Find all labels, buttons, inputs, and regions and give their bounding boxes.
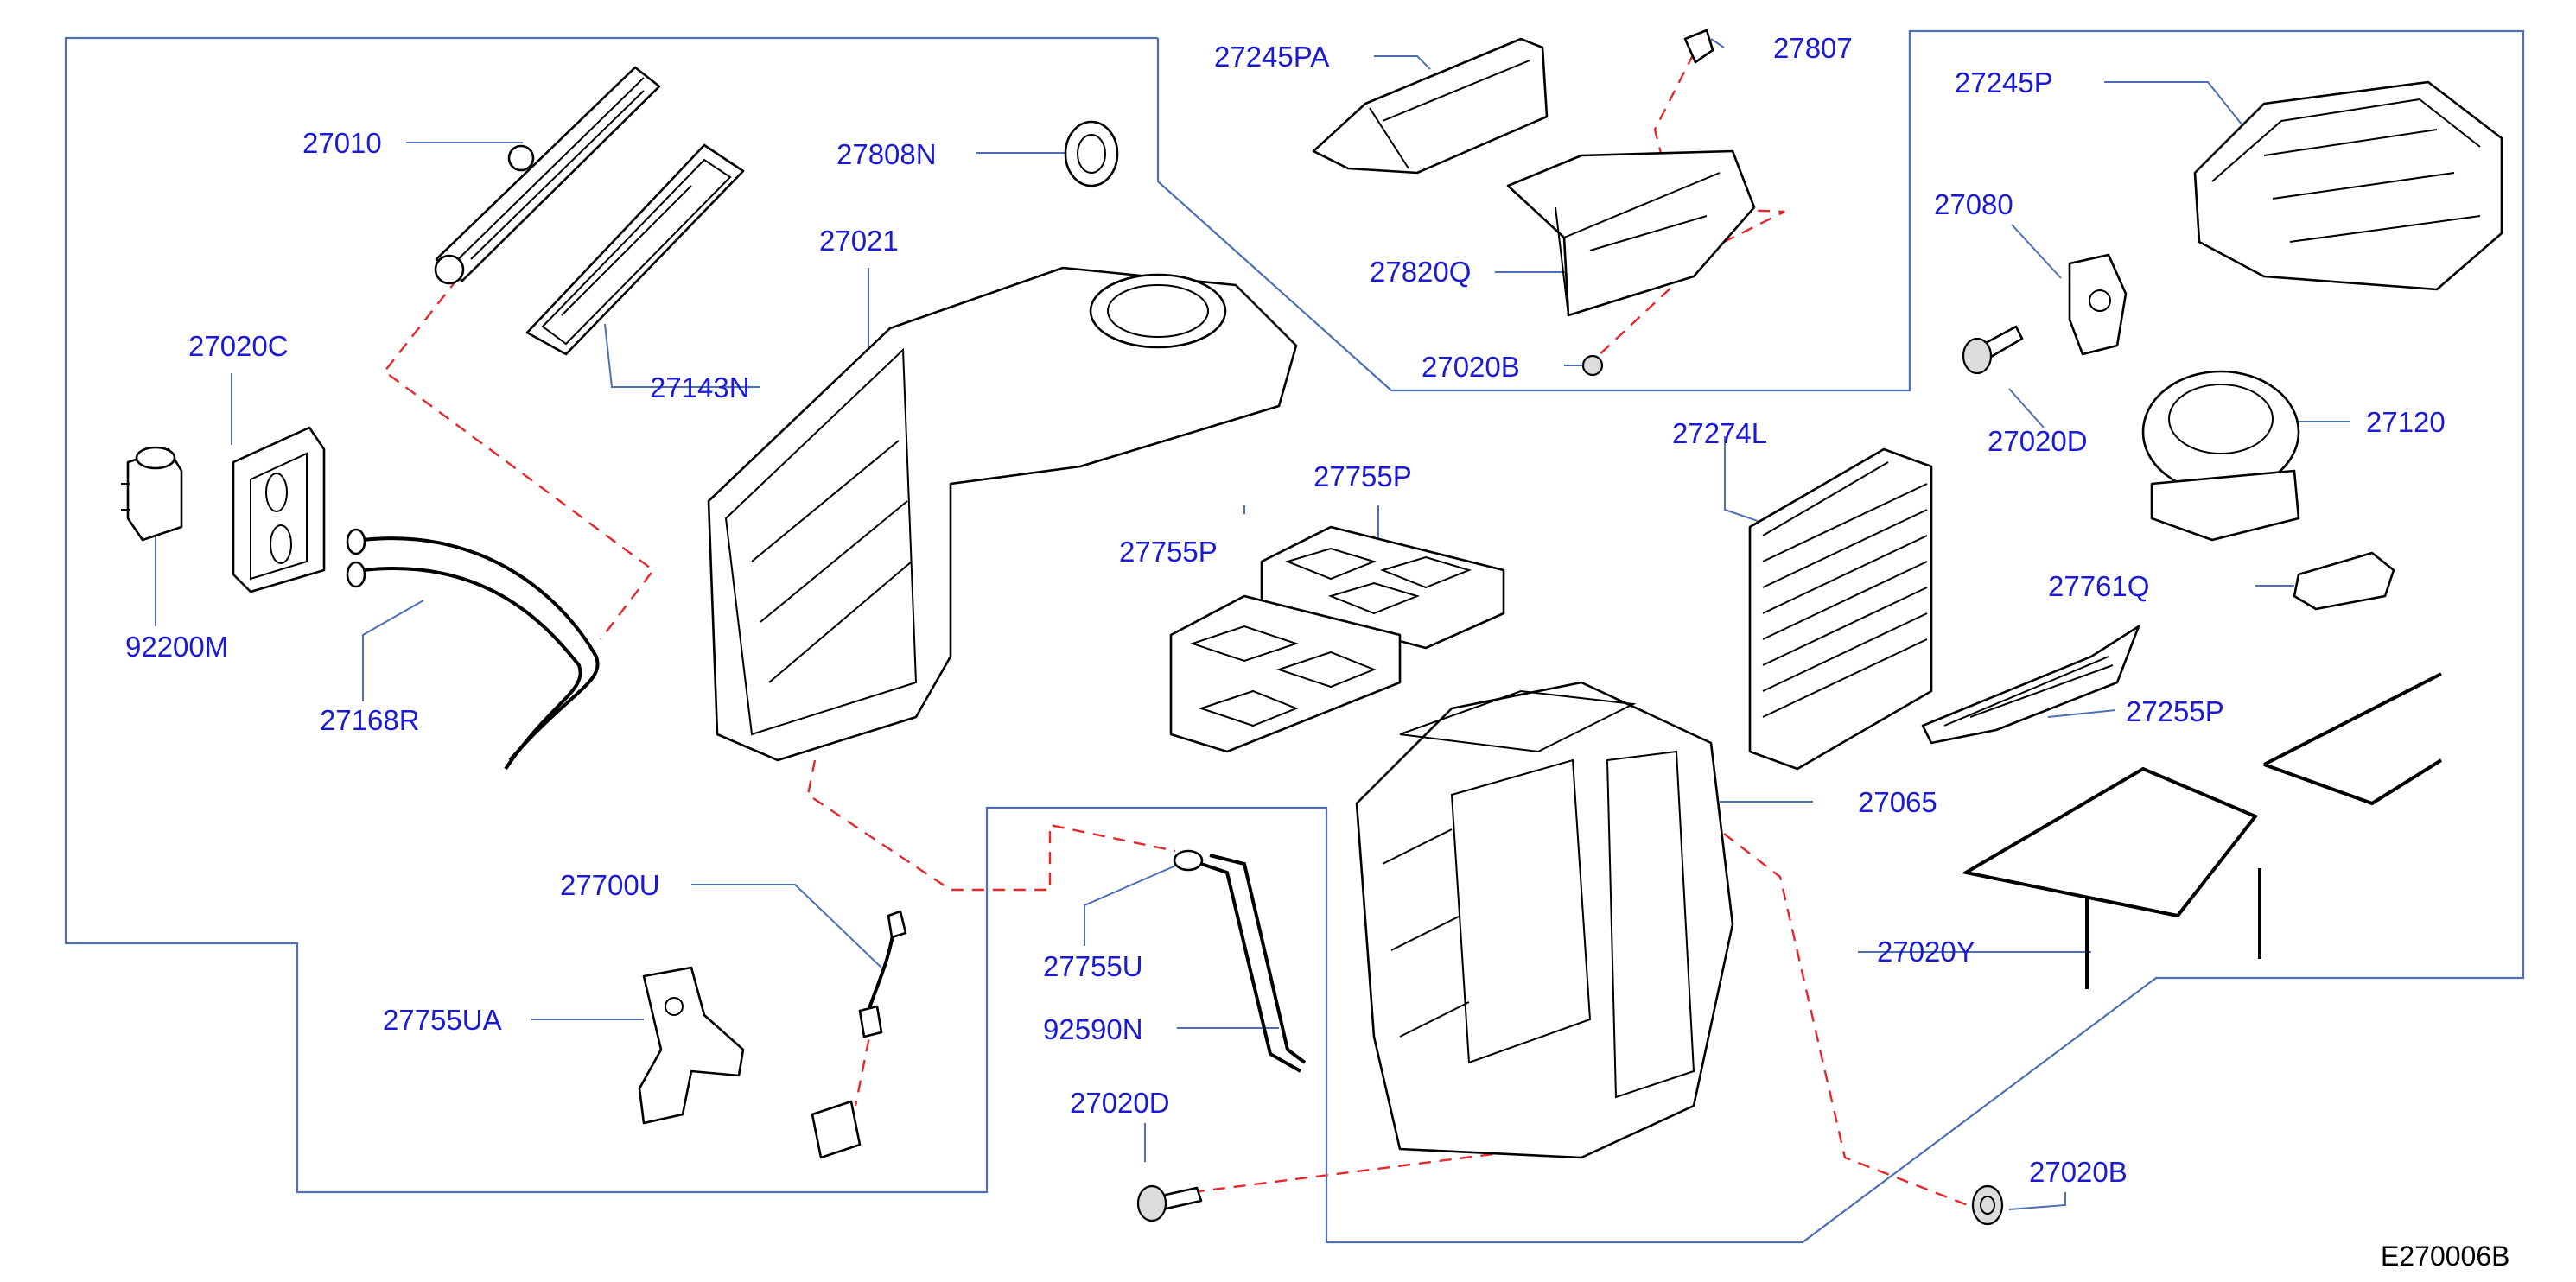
- label-27245PA: 27245PA: [1214, 41, 1329, 73]
- part-27020D-right-screw: [1962, 325, 2024, 375]
- label-27020D-bottom: 27020D: [1070, 1087, 1170, 1119]
- label-27020C: 27020C: [188, 330, 289, 362]
- part-27274L-air-filter: [1748, 447, 1933, 771]
- label-27755U: 27755U: [1043, 950, 1143, 982]
- part-27755UA-bracket: [638, 966, 745, 1125]
- part-27020B-top-clip: [1581, 354, 1604, 377]
- part-27020B-bottom-clip: [1971, 1184, 2004, 1226]
- part-27010-heater-core: [434, 66, 661, 285]
- relation-line-27700U: [806, 759, 1176, 892]
- label-27820Q: 27820Q: [1370, 256, 1471, 288]
- part-27065-unit-case: [1355, 681, 1734, 1159]
- part-27021-heater-case: [707, 266, 1298, 762]
- label-92200M: 92200M: [125, 631, 228, 663]
- part-92200M-valve: [121, 446, 183, 542]
- label-27021: 27021: [819, 225, 899, 257]
- label-27755P-upper: 27755P: [1313, 460, 1412, 492]
- part-27808N-cap: [1064, 120, 1119, 187]
- label-27755UA: 27755UA: [383, 1004, 502, 1036]
- part-27807-clip: [1683, 29, 1714, 64]
- leader-lines: [155, 38, 2350, 1210]
- label-27065: 27065: [1858, 786, 1937, 818]
- label-27755P-lower: 27755P: [1119, 536, 1218, 568]
- part-27143N-seal: [525, 143, 745, 356]
- part-27755P-seal-lower: [1169, 594, 1402, 753]
- part-27245P-intake-box: [2193, 80, 2503, 291]
- label-27168R: 27168R: [320, 704, 420, 736]
- label-27120: 27120: [2366, 406, 2446, 438]
- label-27245P: 27245P: [1955, 67, 2053, 98]
- label-27808N: 27808N: [836, 138, 937, 170]
- part-27020C-grommet: [232, 426, 326, 593]
- relation-line-27020B: [1723, 833, 1980, 1211]
- relation-line-sensor: [854, 1019, 875, 1107]
- label-27143N: 27143N: [650, 371, 750, 403]
- part-27245PA-duct: [1312, 37, 1549, 175]
- part-27820Q-intake-case: [1506, 149, 1756, 317]
- part-labels: 27010 27143N 27020C 92200M 27168R 27021 …: [125, 32, 2446, 1188]
- label-27020D-right: 27020D: [1988, 425, 2088, 457]
- part-27700U-harness: [811, 910, 907, 1159]
- label-27255P: 27255P: [2126, 695, 2224, 727]
- label-27807: 27807: [1773, 32, 1853, 64]
- label-27700U: 27700U: [560, 869, 660, 901]
- label-27010: 27010: [302, 127, 382, 159]
- part-27255P-bracket: [1921, 625, 2140, 745]
- diagram-code: E270006B: [2381, 1241, 2509, 1272]
- label-92590N: 92590N: [1043, 1013, 1143, 1045]
- relation-line-27010: [383, 277, 655, 640]
- part-27168R-pipe: [346, 528, 600, 771]
- label-27020B-top: 27020B: [1422, 351, 1520, 383]
- part-27020D-bottom-screw: [1136, 1184, 1203, 1222]
- part-27761Q-sensor: [2293, 551, 2395, 611]
- part-27120-blower-motor: [2141, 370, 2300, 542]
- part-27020Y-insulator: [1961, 672, 2443, 989]
- label-27080: 27080: [1934, 188, 2013, 220]
- label-27274L: 27274L: [1672, 417, 1767, 449]
- label-27020B-bottom: 27020B: [2029, 1156, 2128, 1188]
- label-27761Q: 27761Q: [2048, 570, 2149, 602]
- part-27080-motor-actuator: [2068, 253, 2128, 356]
- part-27755U-clamp: [1173, 849, 1204, 872]
- part-92590N-drain-hose: [1200, 854, 1307, 1073]
- label-27020Y: 27020Y: [1877, 936, 1975, 968]
- group-border-left: [64, 29, 2525, 1244]
